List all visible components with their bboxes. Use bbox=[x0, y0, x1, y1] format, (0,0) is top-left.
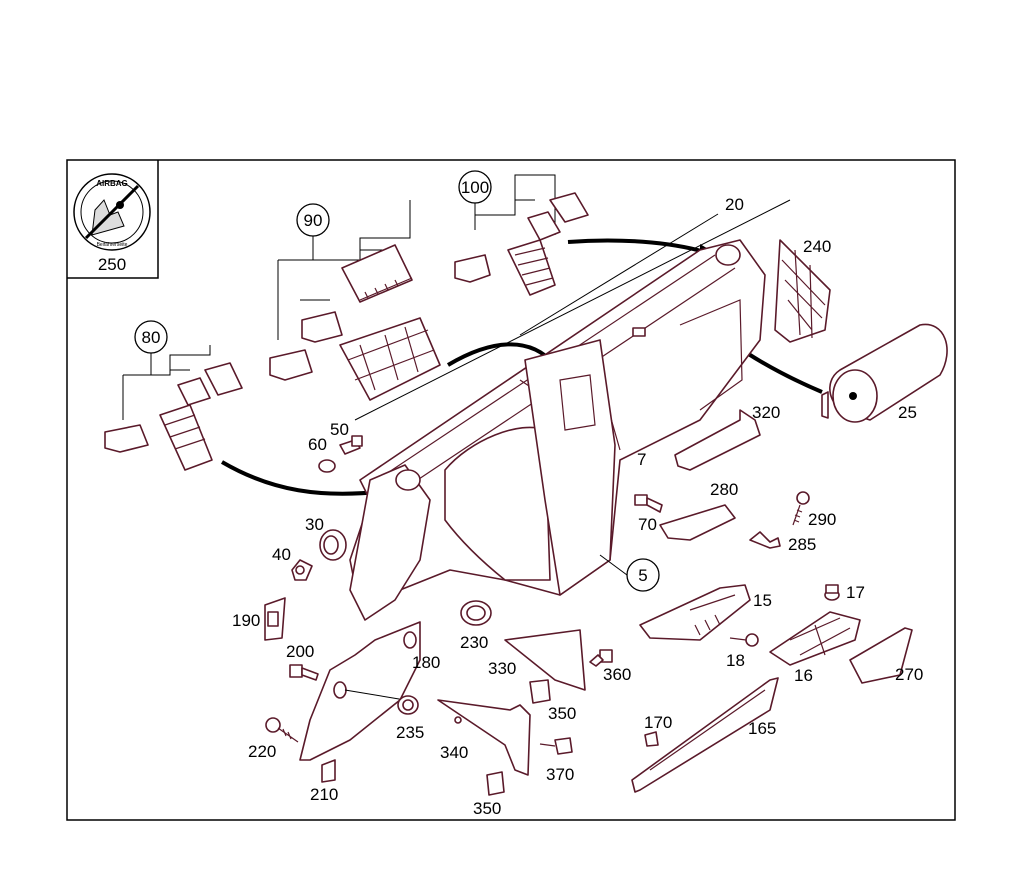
label-100: 100 bbox=[461, 178, 489, 197]
label-360: 360 bbox=[603, 665, 631, 684]
grommet-230 bbox=[460, 600, 492, 626]
label-165: 165 bbox=[748, 719, 776, 738]
dashboard-carrier bbox=[349, 239, 766, 621]
leader-80 bbox=[122, 345, 211, 420]
bracket-280 bbox=[659, 504, 736, 541]
leader-5 bbox=[599, 554, 628, 576]
cover-plate-330 bbox=[504, 629, 586, 691]
label-230: 230 bbox=[460, 633, 488, 652]
vent-nozzle-80 bbox=[104, 424, 149, 453]
airbag-ring-text: AIRBAG bbox=[96, 179, 128, 188]
clip-285 bbox=[749, 531, 781, 549]
label-25: 25 bbox=[898, 403, 917, 422]
airbag-module-25 bbox=[821, 323, 948, 423]
vent-grille-90 bbox=[339, 317, 441, 401]
label-18: 18 bbox=[726, 651, 745, 670]
label-280: 280 bbox=[710, 480, 738, 499]
clip-350a bbox=[529, 679, 551, 704]
vent-cover-90 bbox=[341, 244, 413, 303]
label-5: 5 bbox=[638, 566, 647, 585]
label-15: 15 bbox=[753, 591, 772, 610]
label-60: 60 bbox=[308, 435, 327, 454]
airbag-warning-label-250: AIRBAG Beifahrerseite bbox=[73, 173, 151, 251]
label-30: 30 bbox=[305, 515, 324, 534]
label-40: 40 bbox=[272, 545, 291, 564]
label-20: 20 bbox=[725, 195, 744, 214]
vent-grille-100 bbox=[507, 239, 556, 296]
bolt-70 bbox=[634, 494, 663, 513]
label-340: 340 bbox=[440, 743, 468, 762]
washer-60 bbox=[318, 459, 336, 473]
label-16: 16 bbox=[794, 666, 813, 685]
trim-cover-270 bbox=[849, 627, 913, 684]
switch-panel-15 bbox=[639, 584, 751, 641]
vent-nozzle-90a bbox=[269, 349, 313, 381]
airbag-bottom-text: Beifahrerseite bbox=[97, 242, 128, 248]
diagram-frame bbox=[66, 159, 956, 821]
grab-handle-320 bbox=[674, 409, 761, 471]
label-270: 270 bbox=[895, 665, 923, 684]
label-350a: 350 bbox=[548, 704, 576, 723]
leader-100 bbox=[474, 174, 575, 235]
label-210: 210 bbox=[310, 785, 338, 804]
bolt-50 bbox=[339, 435, 363, 455]
leader-235 bbox=[344, 689, 406, 701]
vent-grille-80 bbox=[159, 404, 213, 471]
label-240: 240 bbox=[803, 237, 831, 256]
screw-290 bbox=[792, 491, 810, 526]
label-90: 90 bbox=[304, 211, 323, 230]
label-350b: 350 bbox=[473, 799, 501, 818]
leader-ref-line bbox=[354, 199, 791, 421]
bolt-360 bbox=[589, 649, 613, 667]
vent-cover-100b bbox=[549, 192, 589, 223]
label-330: 330 bbox=[488, 659, 516, 678]
label-250: 250 bbox=[98, 255, 126, 274]
side-grille-240 bbox=[774, 239, 831, 343]
leader-20 bbox=[519, 213, 719, 336]
grommet-235 bbox=[397, 695, 419, 715]
knee-panel-340 bbox=[437, 699, 531, 776]
label-50: 50 bbox=[330, 420, 349, 439]
airbag-inset-box bbox=[67, 160, 159, 279]
screw-220 bbox=[265, 717, 299, 743]
label-290: 290 bbox=[808, 510, 836, 529]
bulb-17 bbox=[824, 584, 840, 601]
label-285: 285 bbox=[788, 535, 816, 554]
clip-350b bbox=[486, 771, 505, 796]
clip-40 bbox=[291, 559, 313, 581]
arrow-100-to-dash bbox=[567, 238, 706, 254]
clip-170 bbox=[644, 731, 659, 747]
label-220: 220 bbox=[248, 742, 276, 761]
label-70: 70 bbox=[638, 515, 657, 534]
label-170: 170 bbox=[644, 713, 672, 732]
screw-18 bbox=[729, 633, 759, 647]
screw-200 bbox=[289, 664, 319, 681]
label-7: 7 bbox=[637, 450, 646, 469]
label-17: 17 bbox=[846, 583, 865, 602]
vent-cover-80a bbox=[177, 377, 211, 406]
bracket-16 bbox=[769, 611, 861, 666]
leader-90 bbox=[277, 200, 411, 340]
bolt-370 bbox=[539, 737, 573, 755]
label-80: 80 bbox=[142, 328, 161, 347]
vent-nozzle-90b bbox=[301, 311, 343, 343]
label-180: 180 bbox=[412, 653, 440, 672]
label-200: 200 bbox=[286, 642, 314, 661]
vent-nozzle-100a bbox=[454, 254, 491, 283]
label-320: 320 bbox=[752, 403, 780, 422]
label-370: 370 bbox=[546, 765, 574, 784]
vent-cover-80b bbox=[204, 362, 243, 396]
label-190: 190 bbox=[232, 611, 260, 630]
label-235: 235 bbox=[396, 723, 424, 742]
clip-210 bbox=[321, 759, 336, 783]
vent-cover-100a bbox=[527, 211, 561, 241]
switch-30 bbox=[319, 529, 347, 561]
